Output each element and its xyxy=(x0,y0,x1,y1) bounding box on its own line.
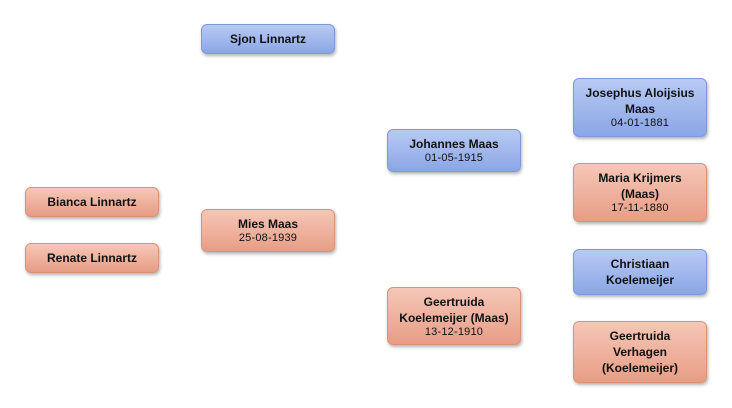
person-name: Christiaan Koelemeijer xyxy=(605,257,675,287)
person-name: Josephus Aloijsius Maas xyxy=(585,86,695,116)
person-card-maria-krijmers[interactable]: Maria Krijmers (Maas) 17-11-1880 xyxy=(573,163,707,222)
person-name: Mies Maas xyxy=(237,217,299,231)
person-card-christiaan-koelemeijer[interactable]: Christiaan Koelemeijer xyxy=(573,249,707,295)
person-card-geertruida-koelemeijer[interactable]: Geertruida Koelemeijer (Maas) 13-12-1910 xyxy=(387,287,521,345)
person-name: Geertruida Verhagen (Koelemeijer) xyxy=(601,329,679,375)
person-card-renate-linnartz[interactable]: Renate Linnartz xyxy=(25,243,159,273)
person-name: Johannes Maas xyxy=(409,137,499,151)
person-card-mies-maas[interactable]: Mies Maas 25-08-1939 xyxy=(201,209,335,252)
person-name: Sjon Linnartz xyxy=(230,32,306,46)
person-birth-date: 13-12-1910 xyxy=(424,325,484,338)
person-birth-date: 01-05-1915 xyxy=(424,152,484,164)
person-card-bianca-linnartz[interactable]: Bianca Linnartz xyxy=(25,187,159,217)
person-name: Renate Linnartz xyxy=(46,251,137,265)
person-card-josephus-aloijsius-maas[interactable]: Josephus Aloijsius Maas 04-01-1881 xyxy=(573,78,707,137)
person-birth-date: 25-08-1939 xyxy=(238,232,298,244)
person-name: Bianca Linnartz xyxy=(47,195,137,209)
person-birth-date: 04-01-1881 xyxy=(610,117,670,129)
person-name: Maria Krijmers (Maas) xyxy=(598,171,682,201)
person-card-sjon-linnartz[interactable]: Sjon Linnartz xyxy=(201,24,335,54)
person-card-geertruida-verhagen[interactable]: Geertruida Verhagen (Koelemeijer) xyxy=(573,321,707,383)
person-birth-date: 17-11-1880 xyxy=(611,202,669,214)
person-card-johannes-maas[interactable]: Johannes Maas 01-05-1915 xyxy=(387,129,521,172)
person-name: Geertruida Koelemeijer (Maas) xyxy=(399,294,509,325)
